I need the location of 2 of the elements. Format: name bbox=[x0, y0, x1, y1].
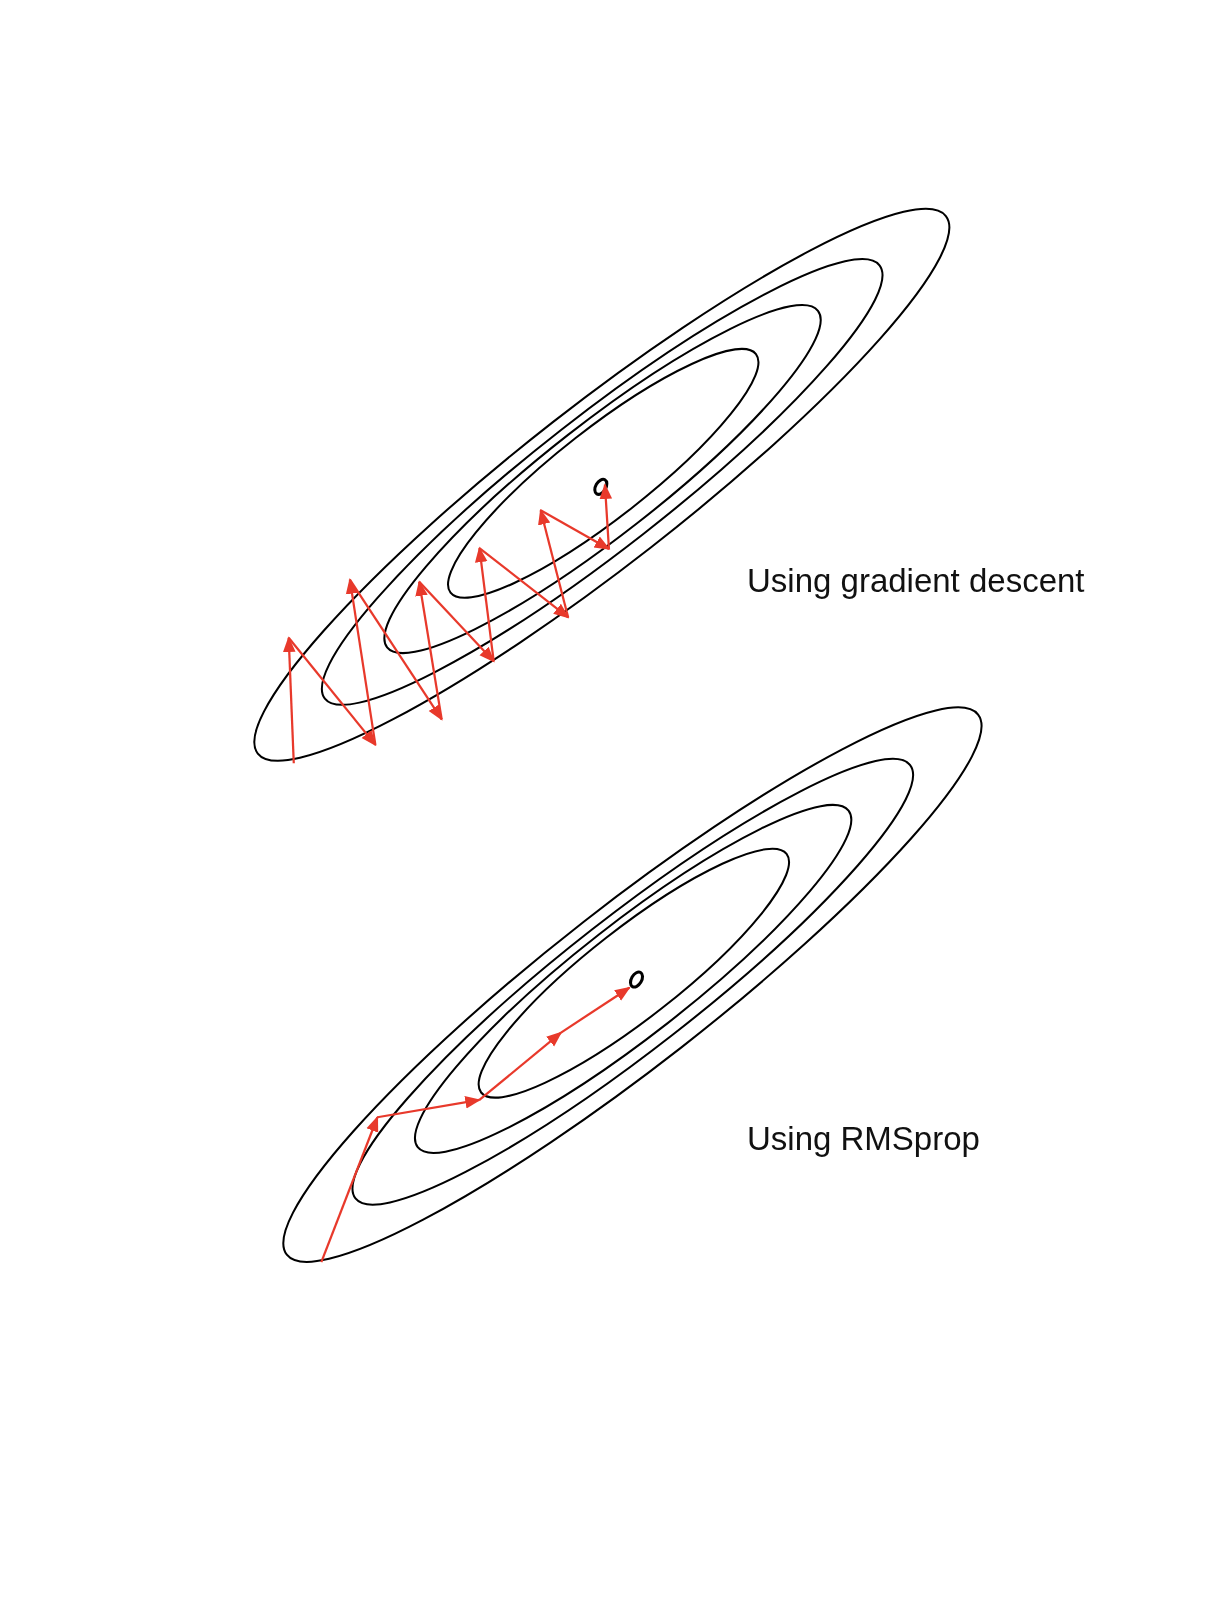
plot-caption: Using gradient descent bbox=[747, 562, 1085, 600]
plot-caption: Using RMSprop bbox=[747, 1120, 980, 1158]
